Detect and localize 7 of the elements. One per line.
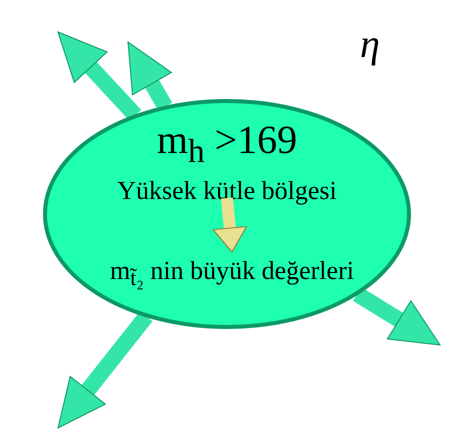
region-text: Yüksek kütle bölgesi: [116, 175, 338, 207]
arrow: [353, 287, 441, 346]
symbol-label: η: [360, 20, 380, 67]
mass-condition-text: m$_{h}$ >169: [156, 118, 298, 172]
region-text: m$_{t̃₂}$ nin büyük değerleri: [109, 255, 355, 292]
ellipse-shape: [42, 98, 412, 330]
arrow: [212, 197, 248, 253]
